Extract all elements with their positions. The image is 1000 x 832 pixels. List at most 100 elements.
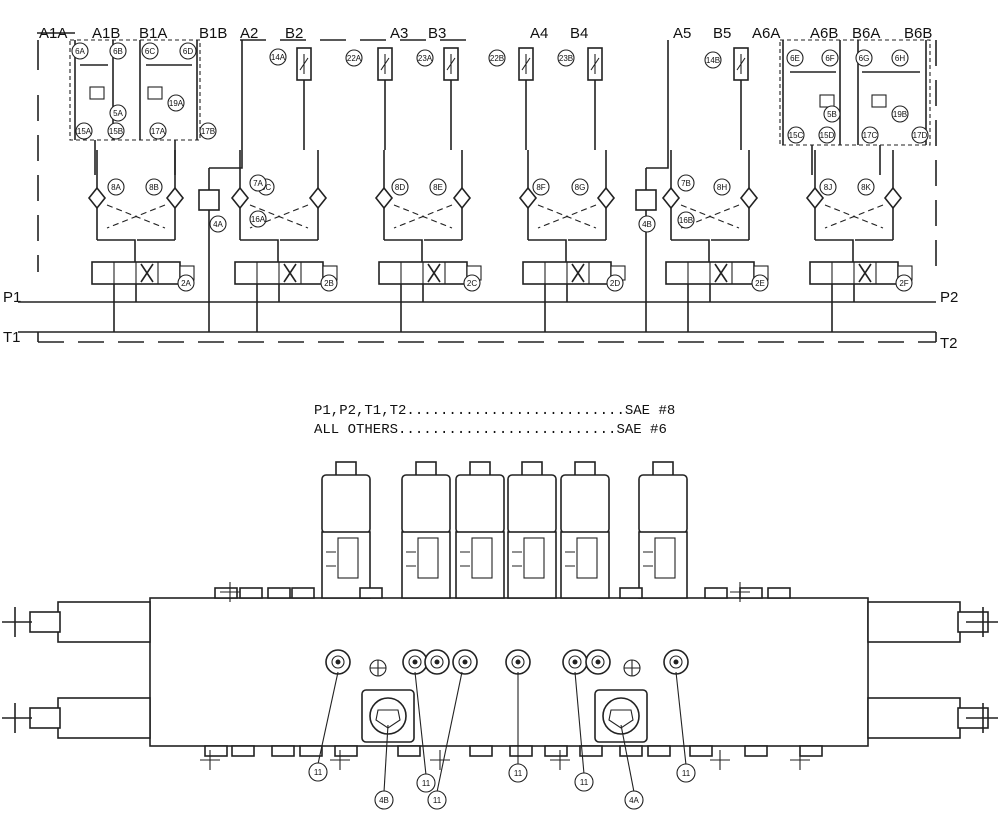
- solenoid-stack: [321, 461, 688, 599]
- balloon-label: 2A: [181, 279, 191, 288]
- port-label: A5: [673, 25, 691, 42]
- section-join: [671, 239, 749, 262]
- balloon-circle: [557, 49, 575, 67]
- callout-balloon: 17B: [199, 122, 217, 140]
- pilot-check-right: [739, 186, 759, 210]
- directional-valve-feeds: [113, 284, 137, 332]
- flow-control: [443, 47, 459, 150]
- section-work-lines: [239, 150, 319, 240]
- solenoid-coil: [560, 461, 610, 599]
- balloon-circle: [249, 210, 267, 228]
- balloon-circle: [149, 122, 167, 140]
- face-port-center: [515, 659, 521, 665]
- flow-control-arrow: [446, 54, 456, 74]
- balloon-label: 8E: [433, 183, 443, 192]
- balloon-circle: [532, 178, 550, 196]
- balloon-circle: [75, 122, 93, 140]
- cartridge-hex: [375, 709, 401, 729]
- mounting-bolt-bottom: [647, 745, 671, 757]
- directional-valve-feeds: [256, 284, 280, 332]
- directional-valve-feeds: [400, 284, 424, 332]
- solenoid-nut: [574, 461, 596, 477]
- port-notes: P1,P2,T1,T2..........................SAE…: [314, 403, 675, 438]
- balloon-label: 6F: [825, 54, 834, 63]
- directional-valve-cross: [140, 263, 154, 283]
- directional-valve-envelopes: [544, 262, 590, 284]
- callout-balloon: 2B: [320, 274, 338, 292]
- assembly-callout: 11: [676, 763, 696, 783]
- callout-balloon: 4B: [638, 215, 656, 233]
- face-port-inner: [669, 655, 683, 669]
- balloon-label: 15C: [789, 131, 804, 140]
- balloon-circle: [374, 790, 394, 810]
- balloon-label: 11: [314, 768, 323, 777]
- pilot-check-right: [308, 186, 328, 210]
- callout-balloon: 6C: [141, 42, 159, 60]
- pilot-check-right: [165, 186, 185, 210]
- assembly-callout: 11: [427, 790, 447, 810]
- leader-line: [574, 671, 585, 775]
- balloon-label: 2E: [755, 279, 765, 288]
- left-fitting-upper-stem: [29, 611, 61, 633]
- solenoid-coil-upper: [401, 474, 451, 534]
- cartridge-ring: [602, 697, 640, 735]
- callout-balloon: 2F: [895, 274, 913, 292]
- callout-balloon: 2D: [606, 274, 624, 292]
- solenoid-nut: [469, 461, 491, 477]
- pilot-check-left: [518, 186, 538, 210]
- pilot-check-left: [87, 186, 107, 210]
- solenoid-coil: [638, 461, 688, 599]
- mounting-bolt-top: [767, 587, 791, 599]
- pilot-check-left: [374, 186, 394, 210]
- flow-control: [518, 47, 534, 150]
- balloon-label: 15B: [109, 127, 123, 136]
- mounting-bolt-bottom: [619, 745, 643, 757]
- balloon-circle: [199, 122, 217, 140]
- leader-line: [383, 724, 389, 793]
- port-label: B2: [285, 25, 303, 42]
- balloon-label: 8B: [149, 183, 159, 192]
- assembly-callout: 11: [508, 763, 528, 783]
- balloon-label: 14A: [271, 53, 286, 62]
- balloon-label: 8F: [536, 183, 545, 192]
- mounting-bolt-bottom: [334, 745, 358, 757]
- directional-valve-envelopes: [113, 262, 159, 284]
- solenoid-detail: [460, 551, 470, 567]
- note-ports: P1,P2,T1,T2: [314, 403, 406, 419]
- callout-balloon: 8A: [107, 178, 125, 196]
- reducing-valve-cartridge: [361, 689, 415, 743]
- balloon-circle: [141, 42, 159, 60]
- schematic: A1A A1B B1A B1B A2 B2 A3 B3 A4 B4 A5 B5 …: [3, 25, 958, 352]
- solenoid-detail: [565, 551, 575, 567]
- directional-valve-feeds: [831, 284, 855, 332]
- callout-balloon: 6F: [821, 49, 839, 67]
- callout-balloon: 8E: [429, 178, 447, 196]
- section-join: [528, 239, 606, 262]
- mounting-bolt-top: [239, 587, 263, 599]
- mounting-bolt-bottom: [204, 745, 228, 757]
- balloon-circle: [320, 274, 338, 292]
- valve-section: [374, 150, 482, 332]
- section-6-port-lines: [782, 40, 927, 145]
- balloon-label: 8G: [575, 183, 586, 192]
- right-fittings: [867, 601, 998, 739]
- callout-balloon: 6E: [786, 49, 804, 67]
- note-ports: ALL OTHERS: [314, 422, 398, 438]
- flow-control-arrow: [380, 54, 390, 74]
- callout-balloon: 8G: [571, 178, 589, 196]
- mounting-bolt-bottom: [469, 745, 493, 757]
- solenoid-coil-upper: [507, 474, 557, 534]
- callout-balloon: 15B: [107, 122, 125, 140]
- balloon-circle: [249, 174, 267, 192]
- face-port-center: [335, 659, 341, 665]
- balloon-label: 15A: [77, 127, 92, 136]
- right-fitting-lower: [867, 697, 961, 739]
- mounting-bolt-bottom: [744, 745, 768, 757]
- relief-valve-5a: [89, 86, 105, 100]
- assembly-callout: 11: [416, 773, 436, 793]
- balloon-label: 14B: [706, 56, 720, 65]
- flow-control-arrow: [299, 54, 309, 74]
- face-port-center: [673, 659, 679, 665]
